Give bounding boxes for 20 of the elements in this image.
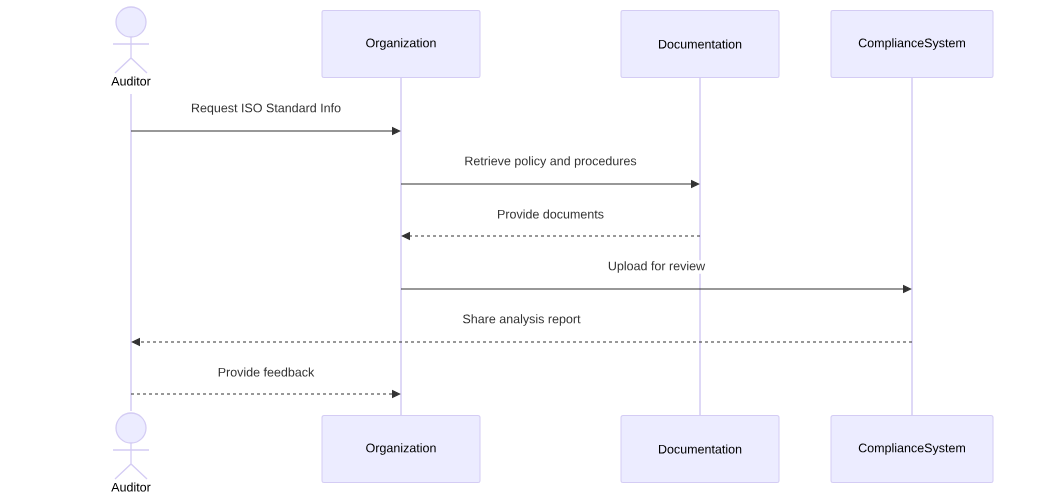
edge-label: Upload for review	[606, 260, 707, 274]
edge-label: Share analysis report	[461, 313, 582, 327]
participant-box: Documentation	[620, 10, 780, 78]
participant-box: ComplianceSystem	[830, 415, 994, 483]
lifeline	[400, 78, 402, 416]
node-label: Auditor	[111, 482, 151, 492]
participant-box: ComplianceSystem	[830, 10, 994, 78]
edge-label: Provide documents	[496, 208, 605, 220]
edge-label: Request ISO Standard Info	[189, 102, 343, 116]
participant-box: Documentation	[620, 415, 780, 483]
lifeline	[130, 94, 132, 411]
node-label: Auditor	[111, 76, 151, 86]
edge-label: Retrieve policy and procedures	[463, 155, 638, 169]
lifeline	[911, 78, 913, 416]
participant-box: Organization	[321, 415, 481, 483]
participant-box: Organization	[321, 10, 481, 78]
actor-figure: Auditor	[111, 6, 151, 86]
edge-label: Provide feedback	[216, 366, 316, 378]
actor-figure: Auditor	[111, 412, 151, 492]
lifeline	[699, 78, 701, 416]
